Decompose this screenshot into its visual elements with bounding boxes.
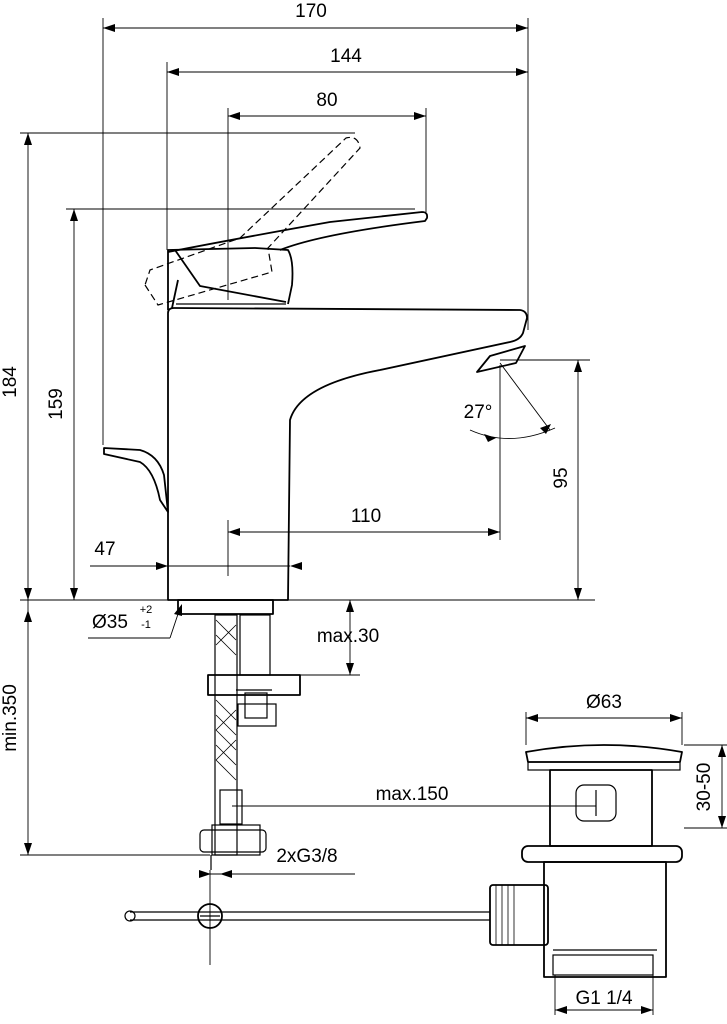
dim-connections: 2xG3/8 [276,846,337,867]
dim-144: 144 [330,46,362,67]
dim-80: 80 [316,90,337,111]
dim-47: 47 [94,539,115,560]
lever-open-dashed [144,136,361,306]
extension-lines [20,18,727,1015]
dim-waste-thickness: 30-50 [694,763,715,812]
spray-angle-marker [469,362,556,442]
faucet-body [167,211,528,601]
dim-max150: max.150 [376,784,449,805]
dimension-labels: 170 144 80 184 159 95 110 47 27° Ø35 +2 … [0,1,715,1009]
dim-170: 170 [295,1,327,22]
dim-110: 110 [351,506,381,527]
dim-159: 159 [46,388,67,420]
dim-min350: min.350 [0,684,21,752]
dim-95: 95 [551,467,572,488]
dim-max30: max.30 [317,626,379,647]
mounting-assembly [177,599,301,870]
dim-mounting-hole: Ø35 [92,612,128,633]
dim-waste-diameter: Ø63 [586,692,622,713]
dim-mounting-tol-lower: -1 [141,619,151,631]
dim-angle-27: 27° [464,402,493,423]
waste-drain [124,744,683,978]
dim-184: 184 [0,366,21,398]
dim-waste-thread: G1 1/4 [575,988,632,1009]
dim-mounting-tol-upper: +2 [140,604,153,616]
pull-rod-lever [103,447,169,513]
dimension-lines [24,24,726,1014]
